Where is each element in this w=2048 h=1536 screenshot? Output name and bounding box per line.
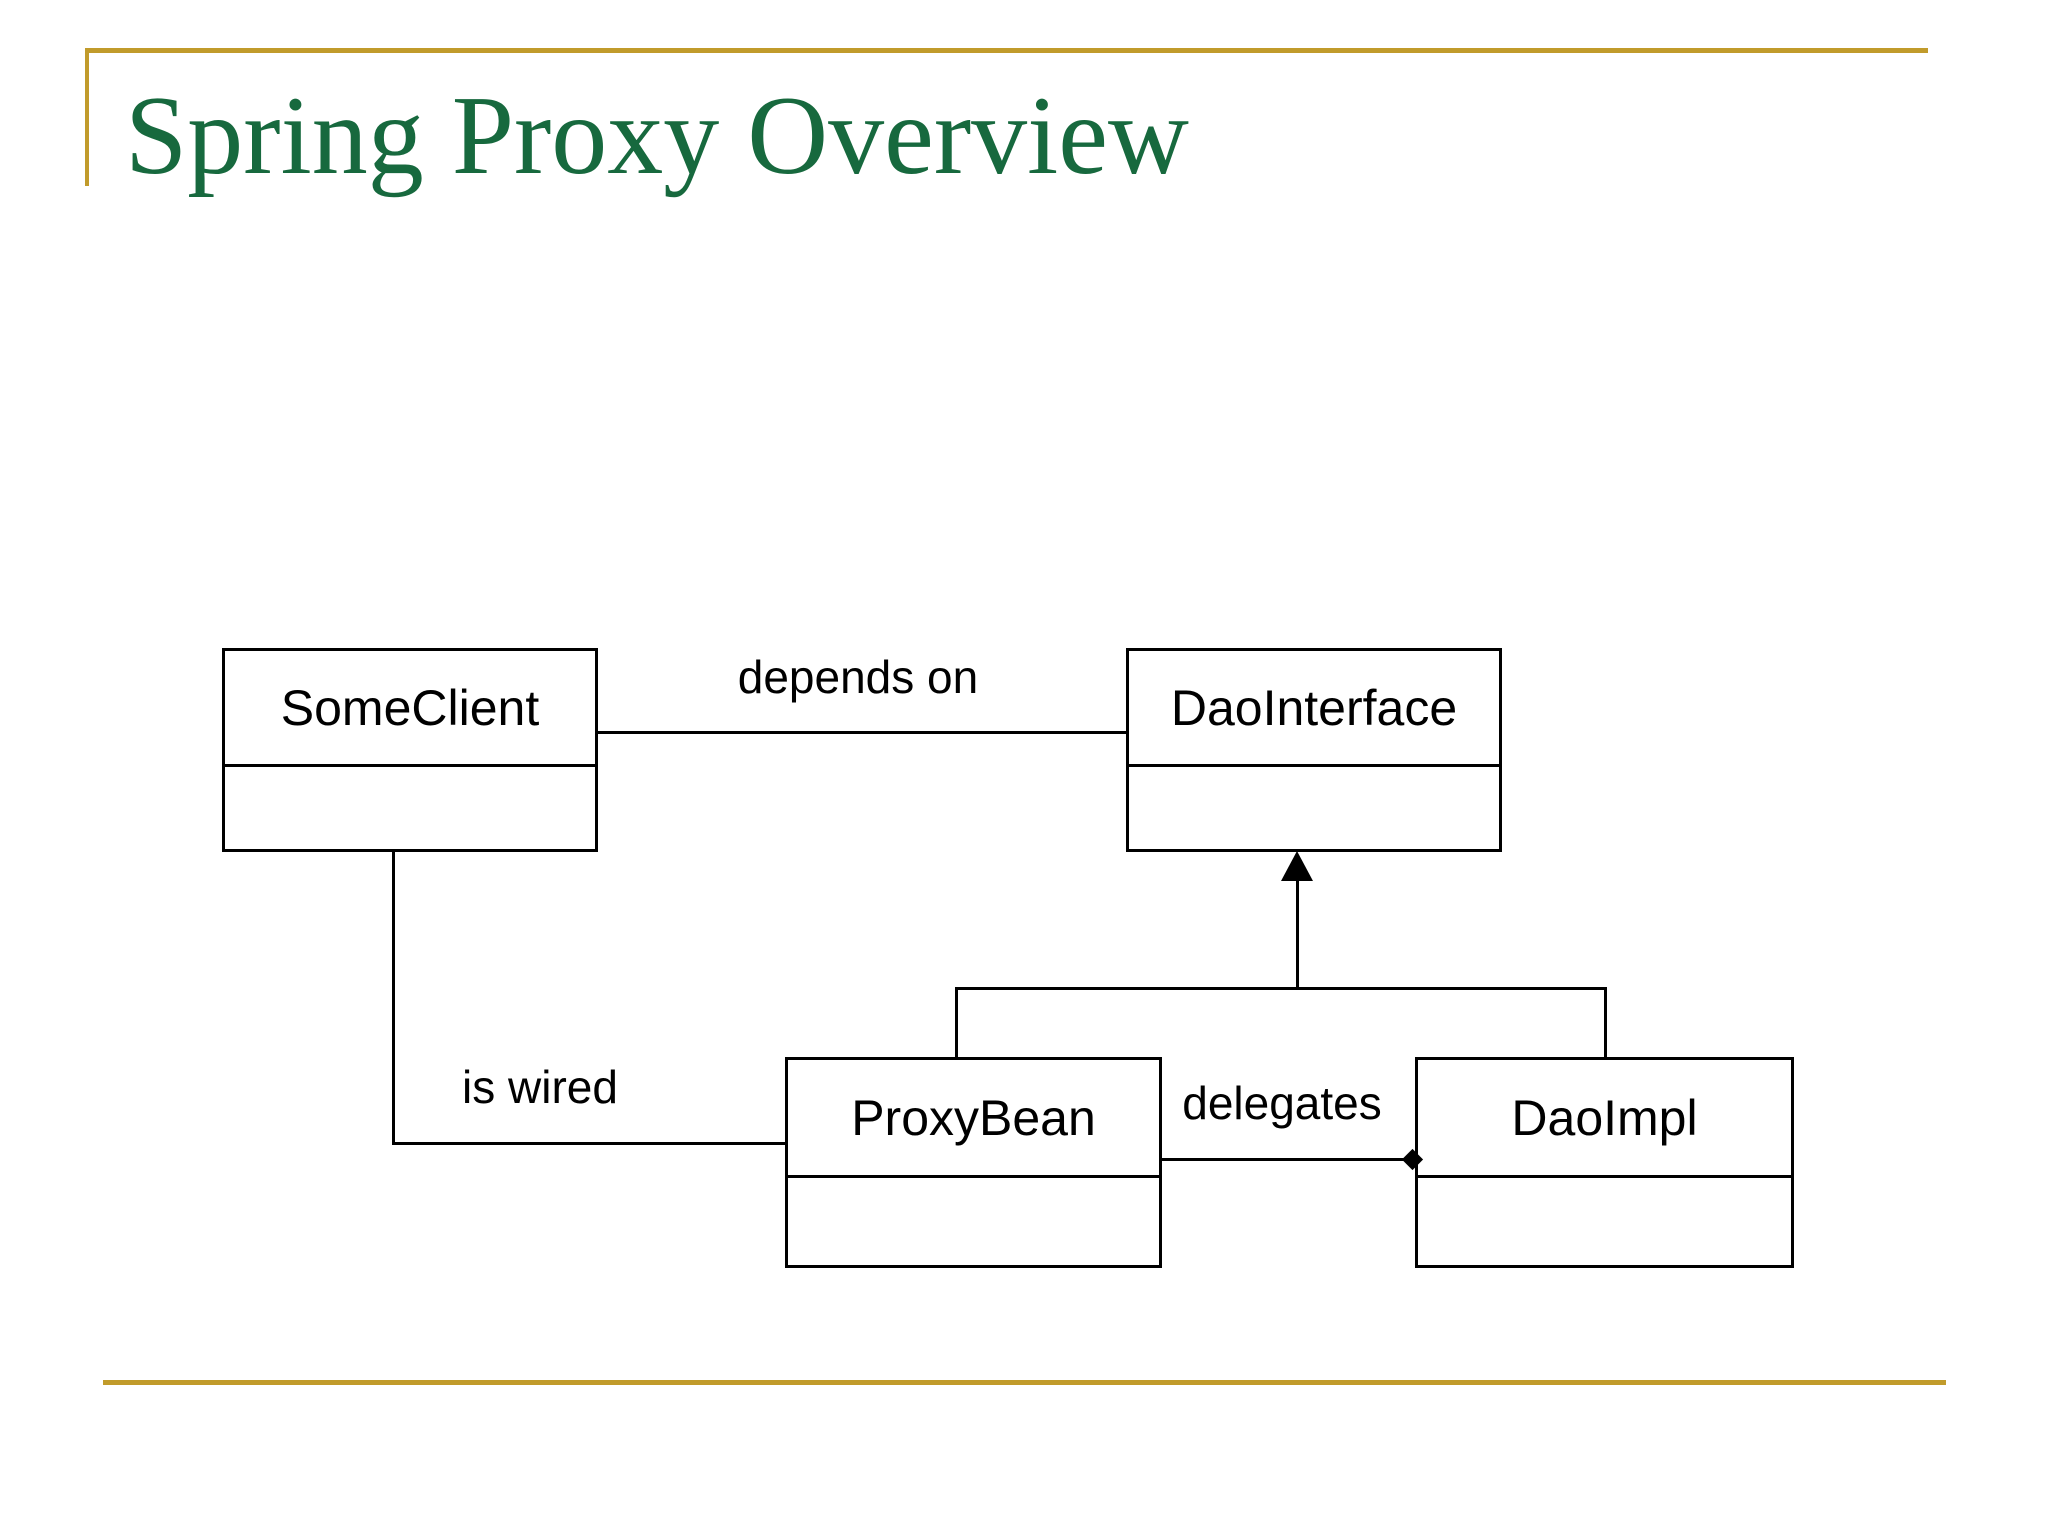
accent-line-bottom — [103, 1380, 1946, 1385]
depends-on-line — [598, 731, 1128, 734]
generalization-arrow-shaft — [1296, 878, 1299, 990]
accent-line-left — [85, 48, 89, 186]
class-name-label: SomeClient — [280, 679, 540, 736]
class-name-label: ProxyBean — [851, 1089, 1096, 1146]
depends-on-label: depends on — [737, 651, 979, 703]
class-name-daoimpl: DaoImpl — [1418, 1060, 1791, 1178]
inheritance-arrow-icon — [1281, 851, 1313, 881]
generalization-bracket-right-vertical — [1604, 987, 1607, 1059]
accent-line-top — [85, 48, 1928, 53]
class-name-someclient: SomeClient — [225, 651, 595, 767]
class-name-daointerface: DaoInterface — [1129, 651, 1499, 767]
class-box-daointerface: DaoInterface — [1126, 648, 1502, 852]
is-wired-label: is wired — [462, 1061, 618, 1113]
class-attribute-compartment — [1129, 767, 1499, 849]
class-attribute-compartment — [788, 1178, 1159, 1265]
generalization-bracket-left-vertical — [955, 987, 958, 1059]
class-box-daoimpl: DaoImpl — [1415, 1057, 1794, 1268]
generalization-bracket-horizontal — [955, 987, 1607, 990]
class-box-someclient: SomeClient — [222, 648, 598, 852]
delegates-line — [1162, 1158, 1418, 1161]
class-name-label: DaoImpl — [1511, 1089, 1698, 1146]
class-name-label: DaoInterface — [1170, 679, 1458, 736]
class-attribute-compartment — [225, 767, 595, 849]
delegates-label: delegates — [1182, 1077, 1382, 1129]
is-wired-line-vertical — [392, 852, 395, 1145]
class-box-proxybean: ProxyBean — [785, 1057, 1162, 1268]
page-title: Spring Proxy Overview — [125, 74, 1189, 198]
class-attribute-compartment — [1418, 1178, 1791, 1265]
is-wired-line-horizontal — [392, 1142, 787, 1145]
class-name-proxybean: ProxyBean — [788, 1060, 1159, 1178]
